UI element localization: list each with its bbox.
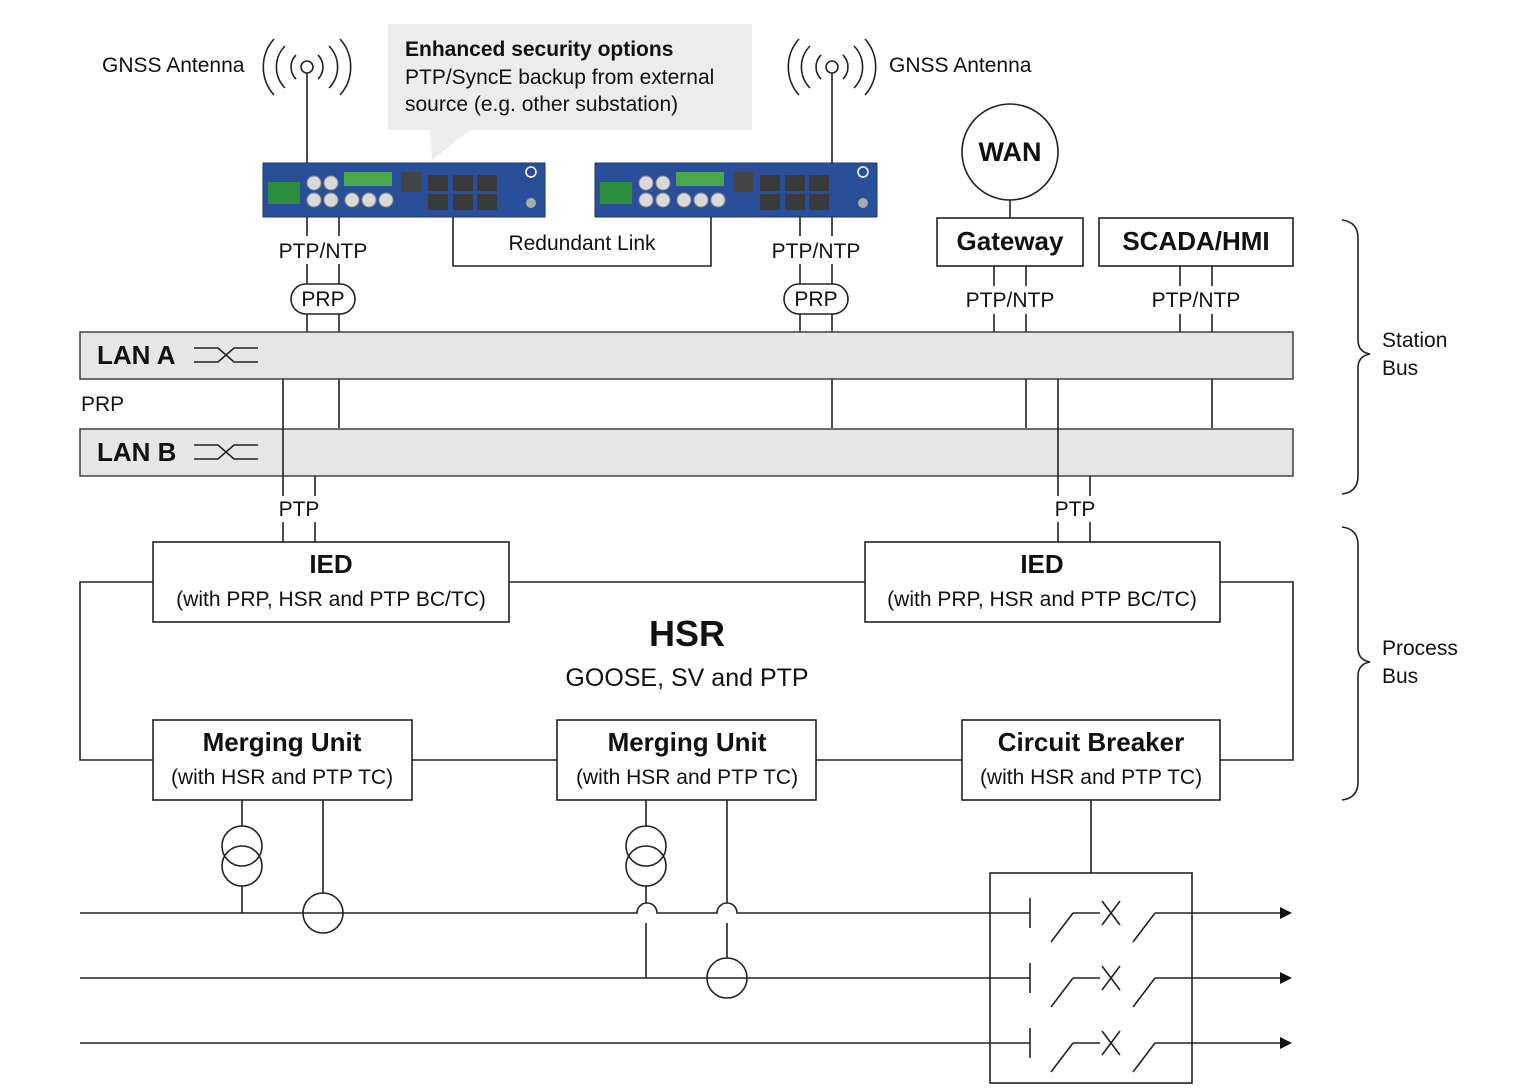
- lan-a-label: LAN A: [97, 340, 176, 370]
- prp-badge: [783, 283, 849, 315]
- ied-title: IED: [1020, 549, 1063, 579]
- breaker-symbol: [989, 800, 1193, 1084]
- ied-subtitle: (with PRP, HSR and PTP BC/TC): [176, 588, 486, 611]
- gnss-antenna-left-label: GNSS Antenna: [102, 54, 245, 77]
- prp-badge-label: PRP: [301, 288, 344, 311]
- ied-left: IED (with PRP, HSR and PTP BC/TC): [152, 541, 510, 623]
- ptp-ntp-label: PTP/NTP: [966, 289, 1055, 312]
- station-bus-brace: Station Bus: [1341, 219, 1447, 495]
- current-transformer-icon: [706, 800, 748, 999]
- gateway-label: Gateway: [957, 226, 1064, 256]
- callout-line1: PTP/SyncE backup from external: [405, 66, 714, 89]
- prp-badge: [290, 283, 356, 315]
- circuit-breaker-subtitle: (with HSR and PTP TC): [980, 766, 1202, 789]
- wan-node: WAN: [961, 103, 1059, 218]
- circuit-breaker-title: Circuit Breaker: [998, 727, 1184, 757]
- switch-icon: [194, 347, 258, 363]
- ied-title: IED: [309, 549, 352, 579]
- voltage-transformer-icon: [221, 800, 263, 913]
- lan-b-label: LAN B: [97, 437, 176, 467]
- time-server-right: [594, 162, 878, 218]
- voltage-transformer-icon: [625, 800, 667, 978]
- ptp-label: PTP: [279, 498, 320, 521]
- station-bus-label-1: Station: [1382, 329, 1447, 352]
- merging-unit-title: Merging Unit: [608, 727, 767, 757]
- merging-unit-left: Merging Unit (with HSR and PTP TC): [152, 719, 413, 801]
- hsr-ring: [79, 581, 1294, 761]
- gnss-antenna-right-label: GNSS Antenna: [889, 54, 1032, 77]
- gnss-antenna-right: GNSS Antenna: [787, 38, 1032, 163]
- wan-label: WAN: [979, 137, 1042, 167]
- callout-title: Enhanced security options: [405, 38, 673, 61]
- ied-subtitle: (with PRP, HSR and PTP BC/TC): [887, 588, 1197, 611]
- antenna-icon: [262, 38, 352, 96]
- redundant-link-label: Redundant Link: [508, 232, 656, 255]
- redundant-link: Redundant Link: [452, 217, 712, 267]
- left-server-links: PTP/NTP PRP: [279, 217, 368, 428]
- right-server-links: PTP/NTP PRP: [772, 217, 861, 428]
- ied-uplinks: PTP PTP: [279, 379, 1096, 542]
- process-bus-label-2: Bus: [1382, 665, 1418, 688]
- merging-unit-subtitle: (with HSR and PTP TC): [171, 766, 393, 789]
- process-bus-label-1: Process: [1382, 637, 1458, 660]
- scada-hmi-label: SCADA/HMI: [1122, 226, 1269, 256]
- circuit-breaker-unit: Circuit Breaker (with HSR and PTP TC): [961, 719, 1221, 801]
- time-server-left: [262, 162, 546, 218]
- merging-unit-center: Merging Unit (with HSR and PTP TC): [556, 719, 817, 801]
- prp-network-label: PRP: [81, 393, 124, 416]
- current-transformer-icon: [302, 800, 344, 934]
- ptp-ntp-label: PTP/NTP: [279, 240, 368, 263]
- process-bus-brace: Process Bus: [1341, 526, 1458, 801]
- hsr-title: HSR: [649, 613, 725, 654]
- security-callout: Enhanced security options PTP/SyncE back…: [388, 24, 752, 160]
- merging-unit-subtitle: (with HSR and PTP TC): [576, 766, 798, 789]
- gateway-node: Gateway PTP/NTP: [936, 217, 1084, 428]
- callout-line2: source (e.g. other substation): [405, 93, 678, 116]
- switch-icon: [194, 444, 258, 460]
- ptp-label: PTP: [1055, 498, 1096, 521]
- lan-a-bar: LAN A: [79, 331, 1294, 380]
- lan-b-bar: LAN B: [79, 428, 1294, 477]
- hsr-subtitle: GOOSE, SV and PTP: [565, 664, 808, 692]
- ied-right: IED (with PRP, HSR and PTP BC/TC): [864, 541, 1221, 623]
- scada-hmi-node: SCADA/HMI PTP/NTP: [1098, 217, 1294, 428]
- station-bus-label-2: Bus: [1382, 357, 1418, 380]
- merging-unit-title: Merging Unit: [203, 727, 362, 757]
- ptp-ntp-label: PTP/NTP: [772, 240, 861, 263]
- busbar-phase-1: [80, 902, 1292, 919]
- prp-badge-label: PRP: [794, 288, 837, 311]
- gnss-antenna-left: GNSS Antenna: [102, 38, 352, 163]
- ptp-ntp-label: PTP/NTP: [1152, 289, 1241, 312]
